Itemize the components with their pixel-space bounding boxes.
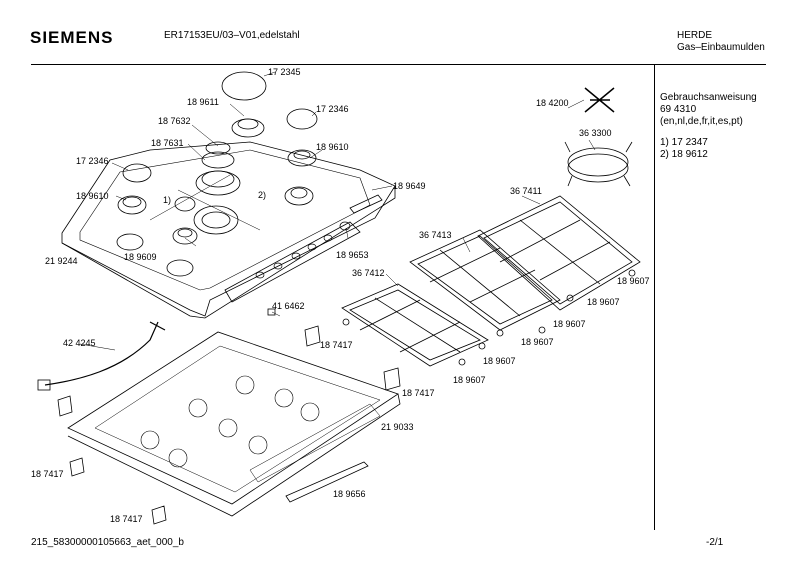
wok-ring — [564, 141, 633, 187]
page-number: -2/1 — [706, 537, 724, 548]
header-divider — [31, 64, 766, 65]
part-label: 18 7417 — [31, 469, 64, 479]
part-label: 18 7417 — [402, 388, 435, 398]
control-knobs — [255, 221, 351, 279]
part-label: 17 2345 — [268, 67, 301, 77]
part-label: 41 6462 — [272, 301, 305, 311]
category-line-2: Gas–Einbaumulden — [677, 42, 765, 53]
footnote-1: 1) 17 2347 — [660, 137, 708, 148]
part-label: 42 4245 — [63, 338, 96, 348]
simmer-plate — [584, 87, 615, 113]
leader-lines — [79, 71, 596, 351]
part-label: 18 9610 — [76, 191, 109, 201]
cooktop-plate — [61, 141, 396, 319]
hob-burners — [116, 118, 317, 277]
part-label: 36 7412 — [352, 268, 385, 278]
bracket-4 — [151, 505, 167, 525]
category-line-1: HERDE — [677, 30, 713, 41]
side-divider — [654, 64, 655, 530]
part-label: 36 7411 — [510, 186, 542, 196]
part-label: 18 7417 — [110, 514, 143, 524]
category-title: HERDE Gas–Einbaumulden — [677, 30, 765, 54]
part-label: 21 9244 — [45, 256, 78, 266]
footnotes: 1) 17 2347 2) 18 9612 — [660, 137, 708, 161]
part-label: 18 9653 — [336, 250, 369, 260]
small-clip — [267, 308, 276, 316]
brand-logo-text: SIEMENS — [30, 28, 114, 47]
part-label: 18 9607 — [483, 356, 516, 366]
ignition-electrode — [349, 194, 383, 214]
manual-reference: Gebrauchsanweisung 69 4310 (en,nl,de,fr,… — [660, 92, 757, 128]
bracket-1 — [304, 325, 321, 347]
trim-strip — [285, 461, 369, 503]
part-label: 18 9607 — [553, 319, 586, 329]
bracket-2 — [383, 367, 401, 391]
part-label: 18 9656 — [333, 489, 366, 499]
pan-support-middle — [409, 229, 561, 331]
part-label: 18 7631 — [151, 138, 184, 148]
pan-support-right — [477, 195, 641, 311]
part-label: 18 9607 — [617, 276, 650, 286]
part-label: 18 9607 — [587, 297, 620, 307]
part-label: 18 9611 — [187, 97, 219, 107]
bottom-tray — [67, 331, 401, 517]
part-label: 18 9607 — [521, 337, 554, 347]
model-number: ER17153EU/03–V01,edelstahl — [164, 30, 300, 41]
power-cable — [44, 321, 166, 386]
bracket-3 — [69, 457, 85, 477]
pan-support-left — [341, 283, 489, 367]
part-label: 18 9607 — [453, 375, 486, 385]
part-label: 36 3300 — [579, 128, 612, 138]
cable-clamp — [57, 395, 73, 417]
part-label: 36 7413 — [419, 230, 452, 240]
cable-connector — [37, 379, 51, 391]
rubber-feet — [342, 269, 636, 366]
part-label: 17 2346 — [76, 156, 109, 166]
burner-caps — [122, 71, 318, 183]
manual-number: 69 4310 — [660, 104, 697, 115]
footnote-2: 2) 18 9612 — [660, 149, 708, 160]
manual-languages: (en,nl,de,fr,it,es,pt) — [660, 116, 743, 127]
part-label: 18 7417 — [320, 340, 353, 350]
part-label: 18 4200 — [536, 98, 569, 108]
part-label: 17 2346 — [316, 104, 349, 114]
manual-title: Gebrauchsanweisung — [660, 92, 757, 103]
part-label: 2) — [258, 190, 267, 200]
part-label: 18 9610 — [316, 142, 349, 152]
part-label: 21 9033 — [381, 422, 414, 432]
part-label: 18 9609 — [124, 252, 157, 262]
part-label: 18 7632 — [158, 116, 191, 126]
part-label: 1) — [163, 195, 172, 205]
part-label: 18 9649 — [393, 181, 426, 191]
document-id: 215_58300000105663_aet_000_b — [31, 537, 184, 548]
